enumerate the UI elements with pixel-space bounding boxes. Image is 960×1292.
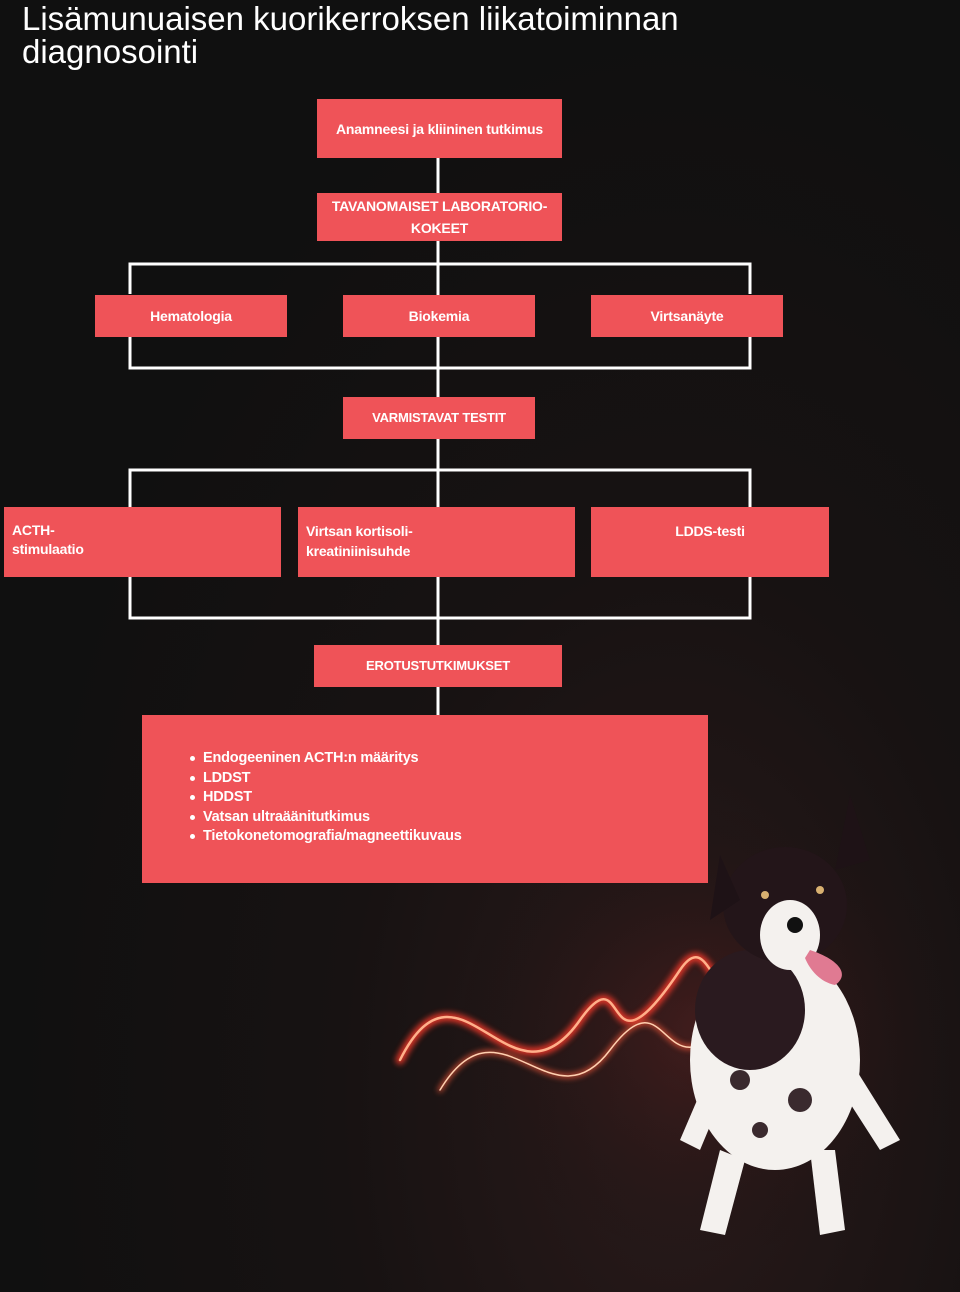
list-item: LDDST	[190, 769, 462, 789]
node-ldds-test-label: LDDS-testi	[675, 523, 745, 539]
node-ldds-test: LDDS-testi	[591, 507, 829, 577]
node-cortisol-ratio-line-1: Virtsan kortisoli-	[306, 523, 413, 539]
node-anamnesis: Anamneesi ja kliininen tutkimus	[317, 99, 562, 158]
node-confirmatory-tests: VARMISTAVAT TESTIT	[343, 397, 535, 439]
list-item: HDDST	[190, 788, 462, 808]
node-urine-sample-label: Virtsanäyte	[650, 308, 724, 324]
list-item: Vatsan ultraäänitutkimus	[190, 808, 462, 828]
node-lab-tests-line-2: KOKEET	[410, 220, 469, 236]
node-lab-tests: TAVANOMAISET LABORATORIO- KOKEET	[317, 193, 562, 241]
node-lab-tests-line-1: TAVANOMAISET LABORATORIO-	[331, 198, 548, 214]
list-item: Endogeeninen ACTH:n määritys	[190, 749, 462, 769]
node-differential-tests: EROTUSTUTKIMUKSET	[314, 645, 562, 687]
title-line-1: Lisämunuaisen kuorikerroksen liikatoimin…	[22, 0, 679, 37]
running-dog-icon	[395, 795, 940, 1260]
node-cortisol-ratio: Virtsan kortisoli- kreatiniinisuhde	[298, 507, 575, 577]
node-acth-line-1: ACTH-	[12, 522, 55, 538]
node-differential-tests-label: EROTUSTUTKIMUKSET	[366, 658, 510, 673]
title-line-2: diagnosointi	[22, 33, 199, 70]
node-biochemistry-label: Biokemia	[408, 308, 470, 324]
node-acth-line-2: stimulaatio	[12, 541, 84, 557]
list-item: Tietokonetomografia/magneettikuvaus	[190, 827, 462, 847]
node-acth-stimulation: ACTH- stimulaatio	[4, 507, 281, 577]
page-title: Lisämunuaisen kuorikerroksen liikatoimin…	[22, 2, 922, 68]
node-confirmatory-tests-label: VARMISTAVAT TESTIT	[372, 410, 506, 425]
node-hematology: Hematologia	[95, 295, 287, 337]
node-hematology-label: Hematologia	[150, 308, 232, 324]
node-differential-list: Endogeeninen ACTH:n määritys LDDST HDDST…	[142, 715, 708, 883]
node-anamnesis-label: Anamneesi ja kliininen tutkimus	[336, 120, 543, 137]
node-cortisol-ratio-line-2: kreatiniinisuhde	[306, 543, 411, 559]
differential-list: Endogeeninen ACTH:n määritys LDDST HDDST…	[190, 749, 462, 847]
node-biochemistry: Biokemia	[343, 295, 535, 337]
node-urine-sample: Virtsanäyte	[591, 295, 783, 337]
